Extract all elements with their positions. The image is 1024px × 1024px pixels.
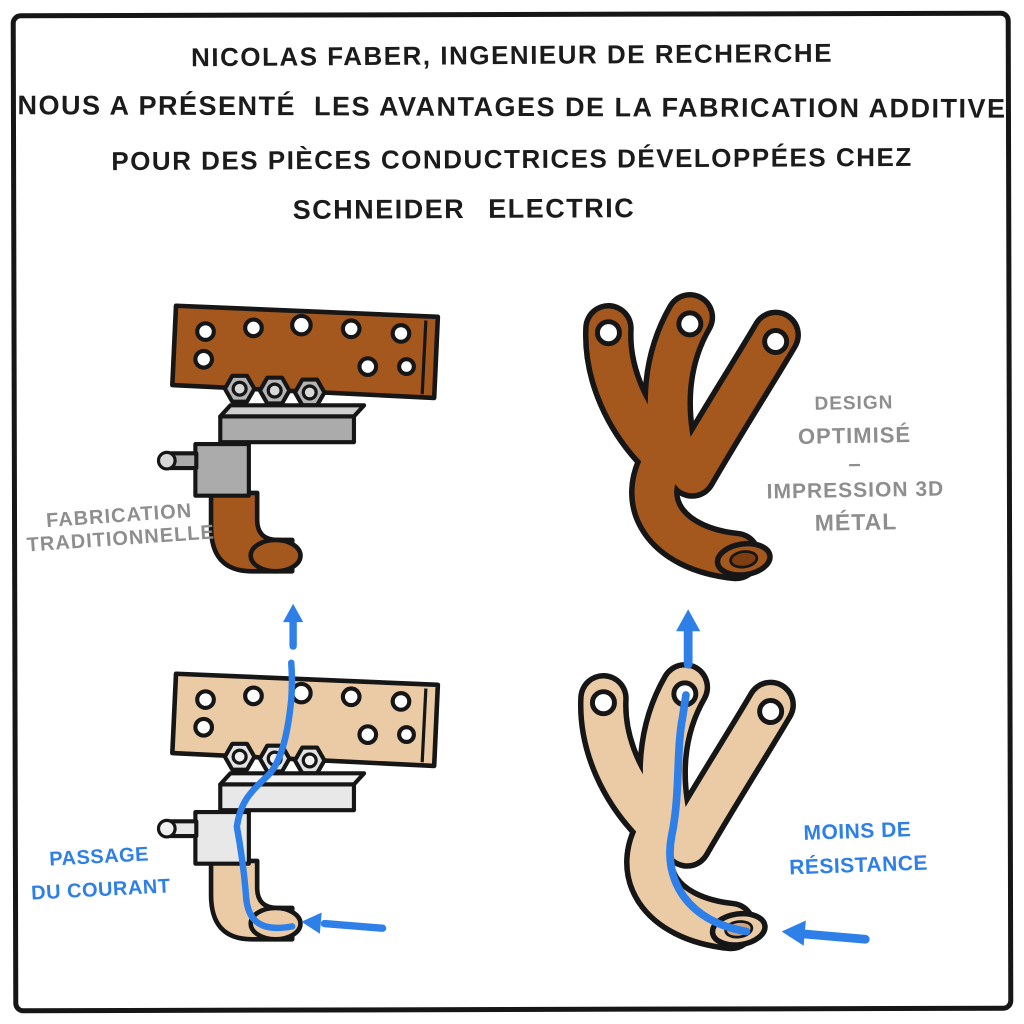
current-exit-arrow xyxy=(282,603,304,650)
busbar-foot xyxy=(248,905,303,942)
label-line: IMPRESSION 3D xyxy=(766,477,945,504)
label-line: MOINS DE xyxy=(803,818,912,845)
current-entry-arrow xyxy=(301,912,387,934)
plate-edge-line xyxy=(420,320,428,395)
label-line: DESIGN xyxy=(814,392,894,415)
headline-line-3: POUR DES PIÈCES CONDUCTRICES DÉVELOPPÉES… xyxy=(111,141,913,177)
traditional-part-illustration xyxy=(156,303,441,574)
busbar-foot xyxy=(248,537,303,574)
optimized-part-illustration xyxy=(583,292,801,582)
headline-line-2: NOUS A PRÉSENTÉ LES AVANTAGES DE LA FABR… xyxy=(17,90,1007,124)
traditional-part-current-illustration xyxy=(156,603,441,942)
label-line: OPTIMISÉ xyxy=(797,422,912,449)
current-entry-arrow xyxy=(781,920,870,946)
current-flow-path xyxy=(666,691,751,936)
hex-bolts xyxy=(222,373,327,408)
plate-holes xyxy=(193,681,416,745)
label-line: MÉTAL xyxy=(814,508,898,536)
mount-holes xyxy=(594,310,790,355)
current-exit-arrow xyxy=(676,609,701,669)
manifold-body xyxy=(578,662,796,952)
plate-edge-line xyxy=(420,688,428,763)
optimized-part-current-illustration xyxy=(578,609,870,952)
current-flow-path xyxy=(233,659,296,932)
label-moins-de-resistance: MOINS DE RÉSISTANCE xyxy=(769,817,947,881)
label-design-optimise-impression-3d: DESIGN OPTIMISÉ – IMPRESSION 3D MÉTAL xyxy=(762,391,948,537)
manifold-body xyxy=(583,292,801,582)
tube-opening-inner xyxy=(729,550,759,569)
clamp-bracket xyxy=(156,403,367,498)
clamp-bracket xyxy=(156,771,367,866)
label-passage-du-courant: PASSAGE DU COURANT xyxy=(23,842,178,906)
plate-holes xyxy=(193,313,416,377)
label-line: – xyxy=(848,450,862,477)
